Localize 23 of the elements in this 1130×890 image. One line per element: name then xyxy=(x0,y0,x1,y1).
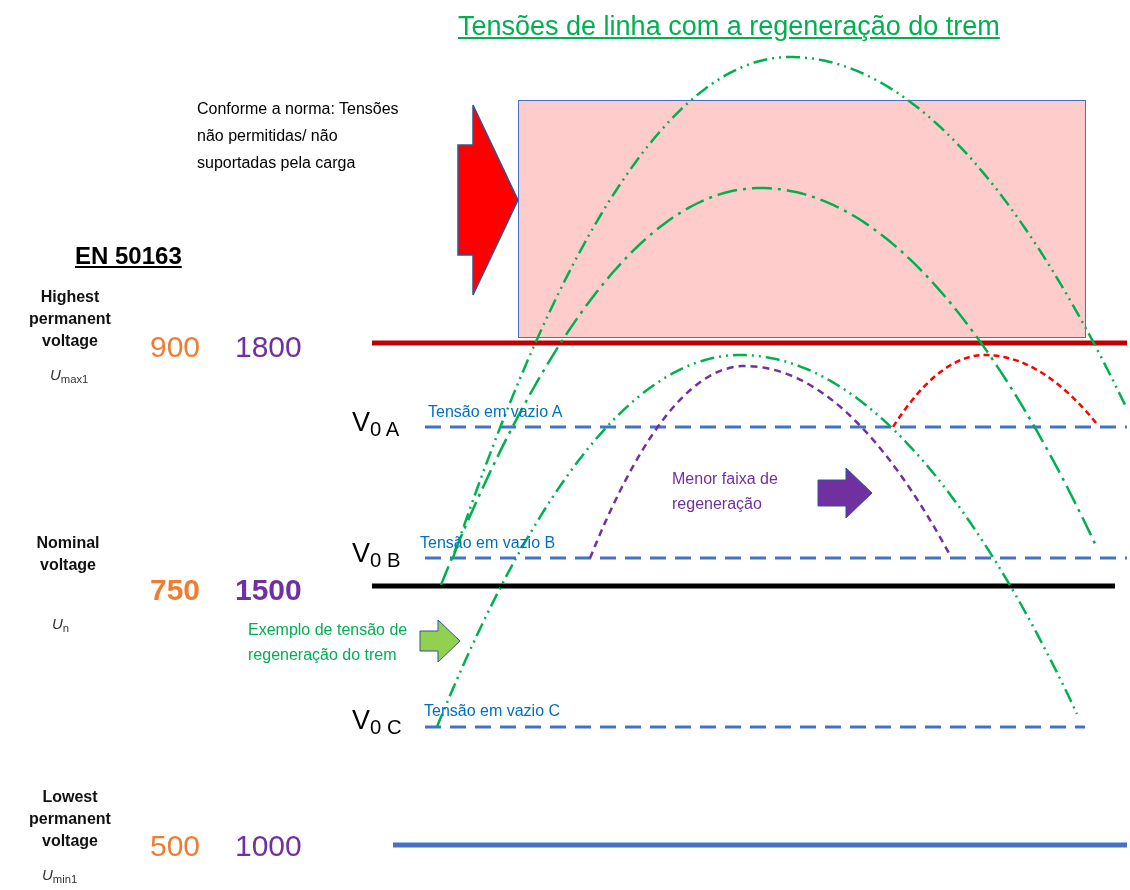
annotation-text: Menor faixa de regeneração xyxy=(672,469,779,514)
diagram-title: Tensões de linha com a regeneração do trem xyxy=(458,10,1000,43)
annotation-text: Conforme a norma: Tensões não permitidas/ não suportadas pela carga xyxy=(197,95,455,176)
voltage-value: 1000 xyxy=(235,828,302,864)
voltage-value: 500 xyxy=(150,828,201,864)
voltage-symbol: V$_{0 B}$ xyxy=(352,537,401,574)
symbol-label: U$_{min1}$ xyxy=(42,865,78,887)
voltage-value: 750 xyxy=(150,572,201,608)
voltage-value: 1500 xyxy=(235,572,302,608)
symbol-label: U$_{max1}$ xyxy=(50,365,89,387)
level-label: Nominal voltage xyxy=(35,533,101,575)
annotation-text: Exemplo de tensão de regeneração do trem xyxy=(248,620,408,665)
standard-heading: EN 50163 xyxy=(75,241,182,271)
level-label: Highest permanent voltage xyxy=(28,287,112,351)
voltage-symbol: V$_{0 A}$ xyxy=(352,406,400,443)
level-label: Lowest permanent voltage xyxy=(28,787,112,851)
block-arrow xyxy=(457,104,519,296)
voltage-value: 900 xyxy=(150,329,201,365)
forbidden-zone-box xyxy=(518,100,1086,338)
symbol-label: U$_{n}$ xyxy=(52,614,70,636)
line-label: Tensão em vazio C xyxy=(424,701,561,721)
voltage-value: 1800 xyxy=(235,329,302,365)
voltage-symbol: V$_{0 C}$ xyxy=(352,704,402,741)
